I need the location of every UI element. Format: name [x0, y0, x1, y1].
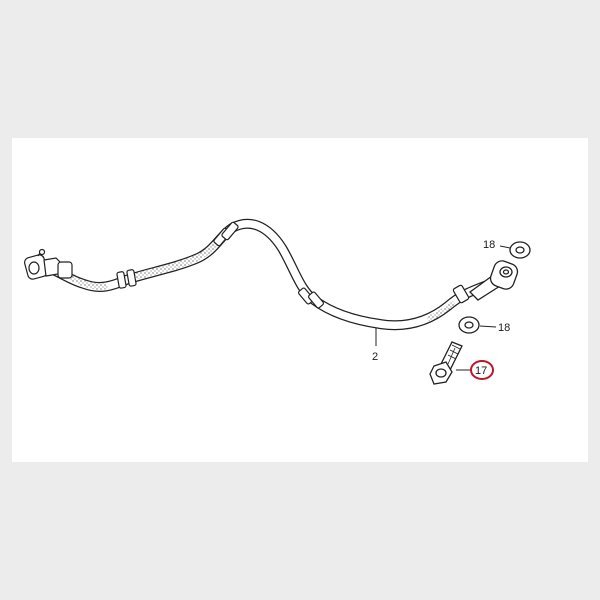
- hose-assembly: [43, 218, 495, 331]
- callout-washer-top: 18: [483, 239, 495, 251]
- hose-clamps: [116, 221, 470, 309]
- banjo-bolt: [429, 341, 472, 385]
- banjo-fitting: [469, 260, 519, 301]
- left-end-fitting: [24, 248, 73, 280]
- callout-bolt: 17: [475, 365, 487, 377]
- diagram-frame: [12, 138, 588, 462]
- callout-washer-bottom: 18: [498, 322, 510, 334]
- highlight-ring: [470, 360, 494, 380]
- callout-hose: 2: [372, 351, 378, 363]
- sealing-washer-top: [499, 241, 531, 259]
- sealing-washer-bottom: [458, 316, 497, 334]
